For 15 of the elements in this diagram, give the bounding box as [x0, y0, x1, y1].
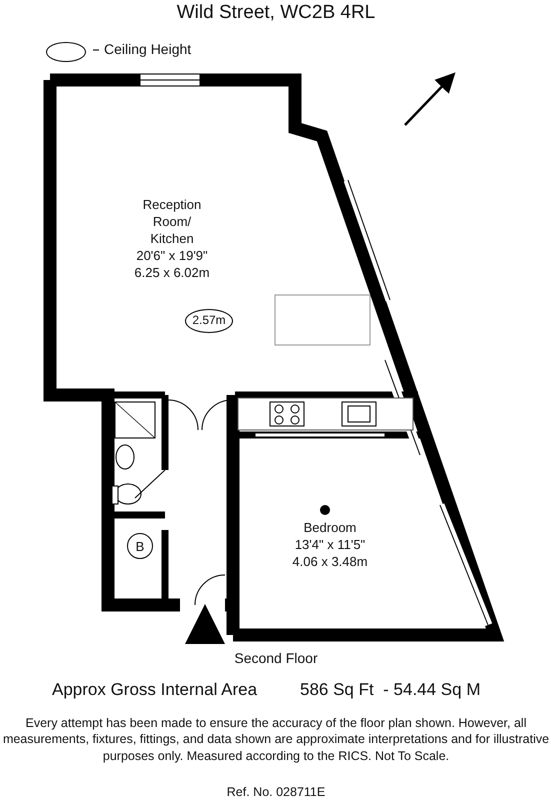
area-label: Approx Gross Internal Area: [52, 680, 258, 700]
area-value: 586 Sq Ft - 54.44 Sq M: [300, 680, 480, 700]
room-name: Reception Room/ Kitchen: [142, 197, 202, 248]
legend-text: Ceiling Height: [104, 41, 192, 57]
boiler-circle: B: [127, 533, 153, 559]
room-name: Bedroom: [302, 520, 358, 537]
room-dimensions: 6.25 x 6.02m: [133, 264, 211, 282]
plan-title: Wild Street, WC2B 4RL: [176, 2, 376, 24]
disclaimer-text: Every attempt has been made to ensure the accuracy of the floor plan shown. However, all measurements, fixtures, fittings, and data shown are approximate interpretations and for illustrative purposes only. Measured according to the RICS. Not To Scale.: [2, 715, 550, 764]
room-dimensions: 20'6" x 19'9": [135, 248, 209, 265]
floor-name: Second Floor: [233, 650, 319, 666]
reference-number: Ref. No. 028711E: [226, 785, 326, 799]
ceiling-height-oval: 2.57m: [185, 309, 233, 333]
room-dimensions: 4.06 x 3.48m: [291, 554, 369, 571]
room-dimensions: 13'4" x 11'5": [294, 536, 366, 554]
